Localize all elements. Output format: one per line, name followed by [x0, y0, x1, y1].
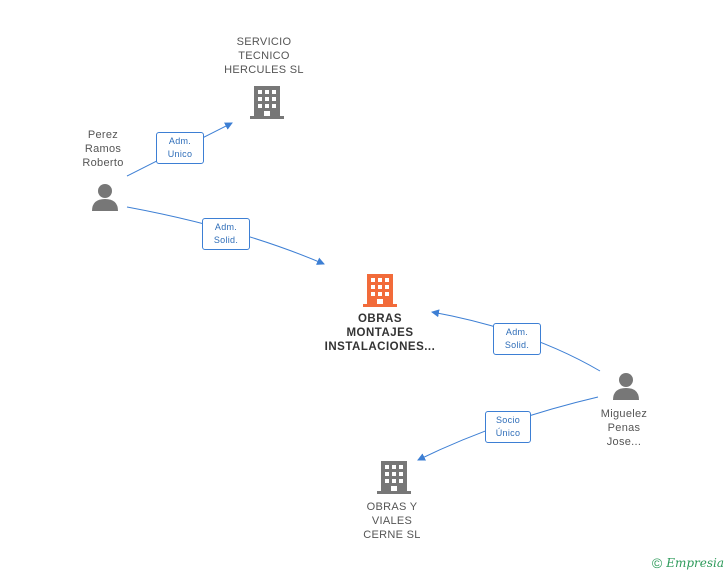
building-icon[interactable]	[377, 459, 411, 495]
person-icon[interactable]	[90, 182, 120, 212]
person-label-miguelez[interactable]: Miguelez Penas Jose...	[600, 408, 648, 448]
edge-label-socio-unico: Socio Único	[485, 411, 531, 443]
copyright-icon: ©	[651, 555, 663, 571]
building-icon[interactable]	[250, 84, 284, 120]
main-company-building-icon[interactable]	[363, 272, 397, 308]
brand-logo-text: Empresia	[666, 556, 724, 570]
edge-label-adm-solid-miguelez: Adm. Solid.	[493, 323, 541, 355]
person-icon[interactable]	[611, 371, 641, 401]
edge-label-adm-solid-perez: Adm. Solid.	[202, 218, 250, 250]
company-label-servicio[interactable]: SERVICIO TECNICO HERCULES SL	[224, 36, 304, 76]
person-label-perez[interactable]: Perez Ramos Roberto	[82, 129, 124, 169]
company-label-viales[interactable]: OBRAS Y VIALES CERNE SL	[363, 501, 421, 541]
edge-label-adm-unico: Adm. Unico	[156, 132, 204, 164]
main-company-label[interactable]: OBRAS MONTAJES INSTALACIONES...	[324, 313, 436, 353]
footer-brand[interactable]: © Empresia	[652, 555, 724, 571]
